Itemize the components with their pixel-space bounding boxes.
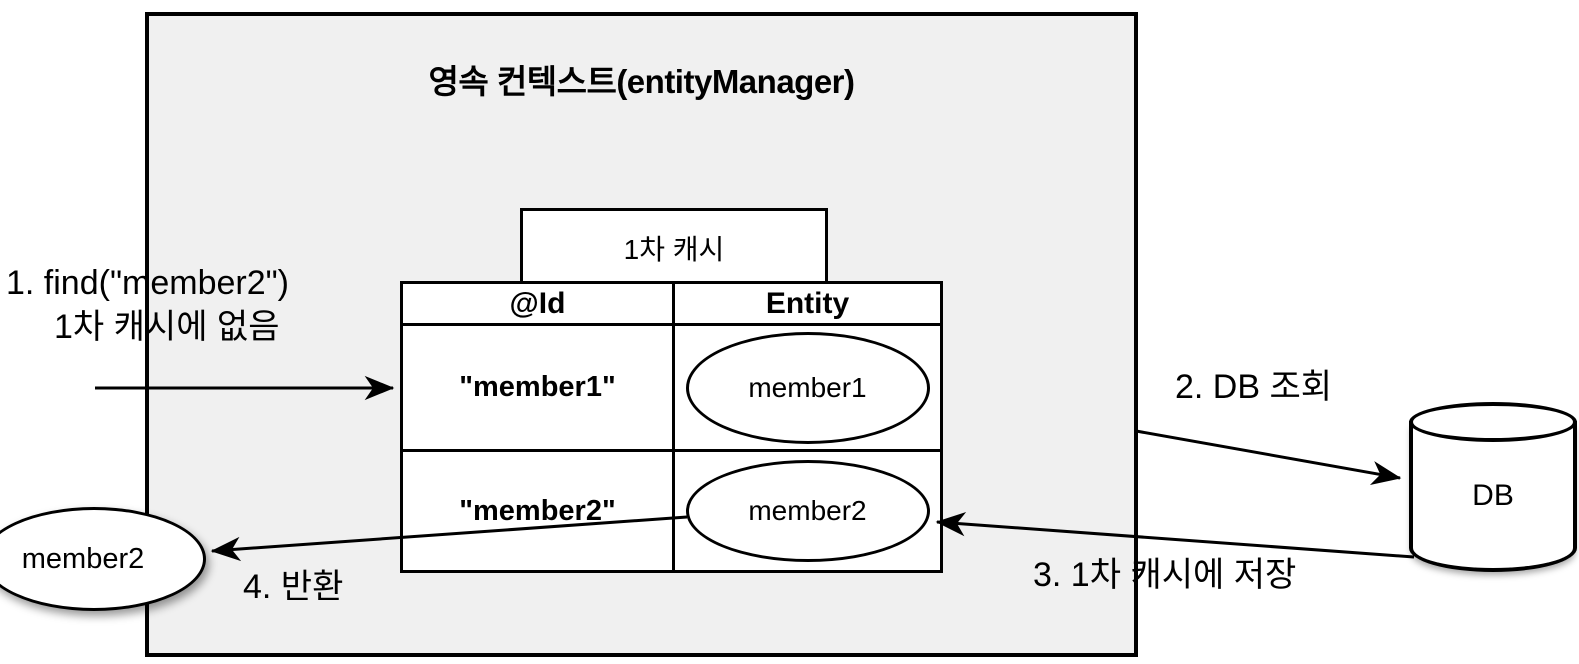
table-row-member2-id: "member2"	[403, 452, 675, 570]
cache-table-header-id: @Id	[403, 284, 675, 326]
arrow-step2-db-query	[1135, 429, 1402, 485]
first-level-cache-label-box: 1차 캐시	[520, 208, 828, 288]
cache-table: @Id Entity "member1" member1 "member2" m…	[400, 281, 943, 573]
table-row-member1-entity-cell: member1	[675, 326, 940, 452]
entity-member1-label: member1	[748, 371, 867, 403]
returned-entity-label: member2	[21, 542, 145, 575]
step1-sublabel: 1차 캐시에 없음	[54, 308, 280, 346]
table-row-member2-entity-cell: member2	[675, 452, 940, 570]
step1-label: 1. find("member2")	[6, 264, 290, 302]
cache-table-header-entity: Entity	[675, 284, 940, 326]
step4-label: 4. 반환	[243, 568, 344, 606]
table-row-member1-id: "member1"	[403, 326, 675, 452]
entity-member2-ellipse: member2	[685, 460, 930, 562]
returned-entity-ellipse: member2	[0, 507, 206, 611]
first-level-cache-label: 1차 캐시	[623, 234, 725, 265]
persistence-context-title: 영속 컨텍스트(entityManager)	[428, 63, 855, 100]
entity-member2-label: member2	[748, 495, 867, 526]
entity-member1-ellipse: member1	[685, 331, 930, 444]
database-cylinder-top-icon	[1409, 402, 1577, 442]
database-label: DB	[1472, 479, 1514, 512]
step3-label: 3. 1차 캐시에 저장	[1033, 556, 1297, 594]
database-cylinder-icon	[1409, 421, 1577, 572]
step2-label: 2. DB 조회	[1175, 368, 1333, 406]
